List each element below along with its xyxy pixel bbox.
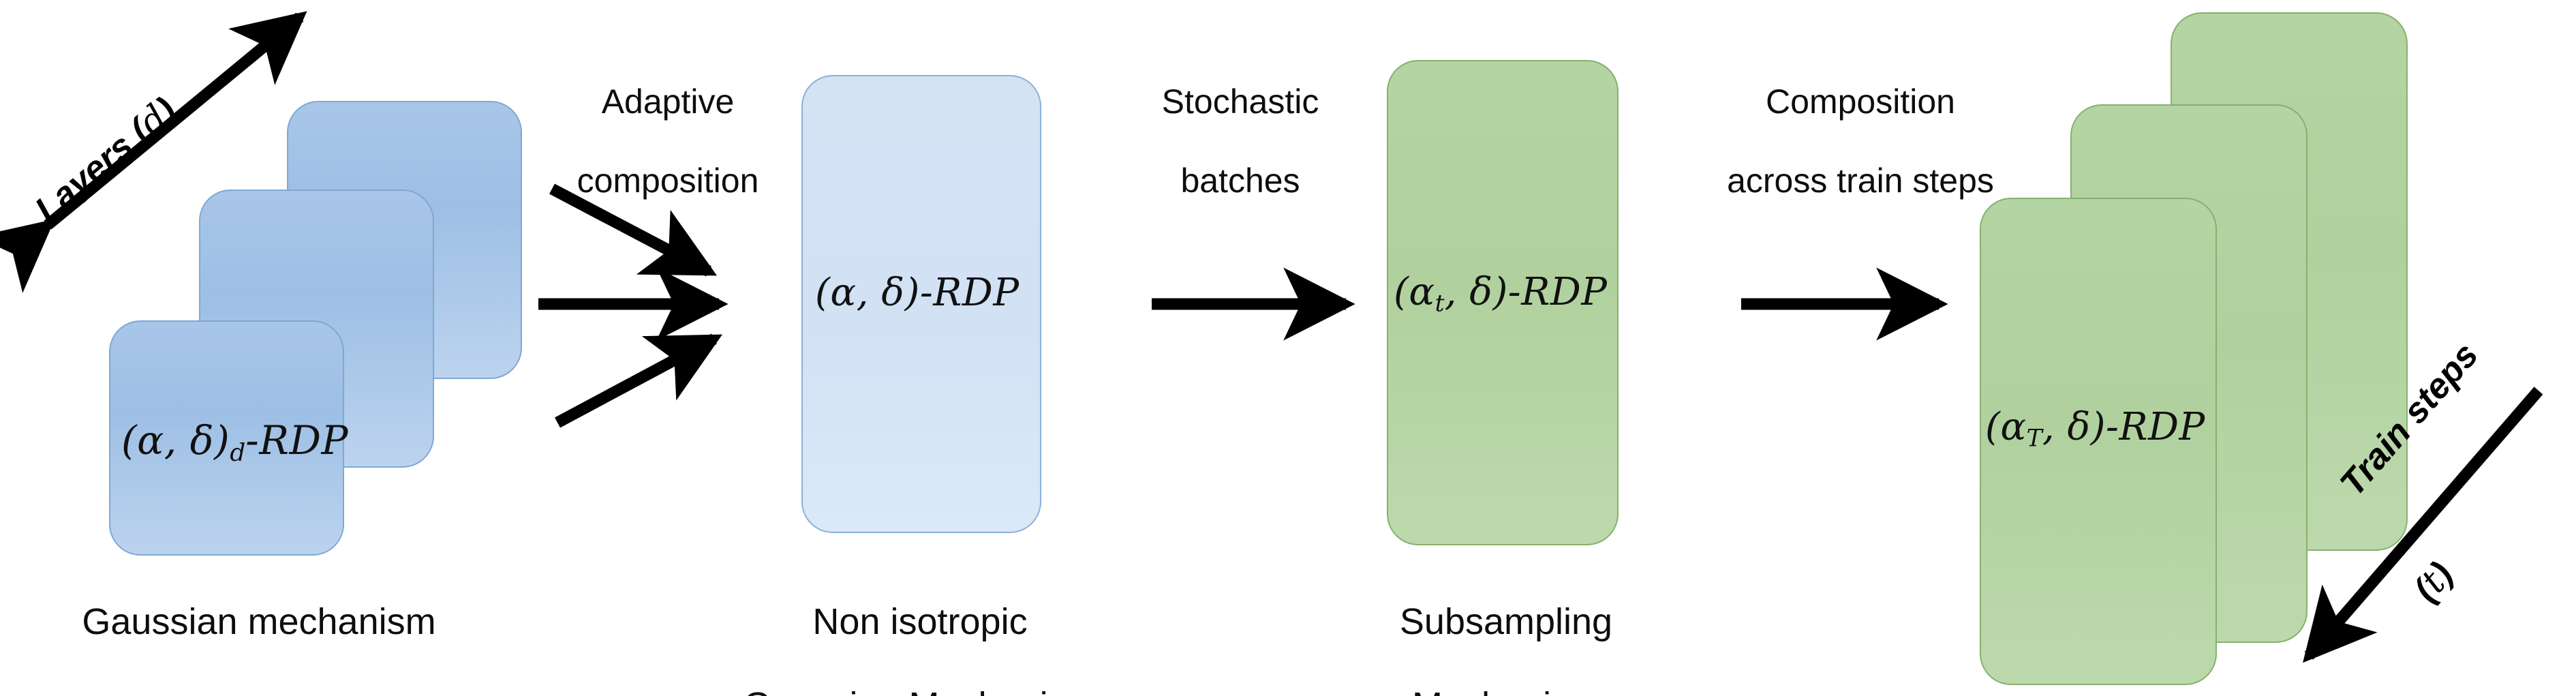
- adaptive-composition-label: Adaptive composition: [521, 42, 814, 240]
- composition-line1: Composition: [1766, 82, 1955, 121]
- train-steps-card-label: (αT, δ)-RDP: [1985, 405, 2205, 453]
- non-isotropic-caption-line2: Gaussian Mechanism: [661, 685, 1179, 696]
- gaussian-caption-line1: Gaussian mechanism: [82, 601, 436, 642]
- subsampling-card-label: (αt, δ)-RDP: [1394, 270, 1608, 318]
- train-steps-card-front: (αT, δ)-RDP: [1980, 198, 2217, 685]
- composition-line2: across train steps: [1727, 162, 1994, 200]
- subsampling-caption-line2: Mechanism: [1254, 685, 1758, 696]
- stochastic-batches-line2: batches: [1180, 162, 1300, 200]
- layers-axis-label: Layers (d): [27, 90, 184, 230]
- stochastic-batches-line1: Stochastic: [1161, 82, 1319, 121]
- train-steps-axis-label-var: (t): [2406, 554, 2461, 609]
- non-isotropic-caption-line1: Non isotropic: [812, 601, 1028, 642]
- subsampling-card: (αt, δ)-RDP: [1387, 60, 1619, 545]
- composition-across-train-steps-label: Composition across train steps: [1690, 42, 2031, 240]
- adaptive-composition-line2: composition: [577, 162, 759, 200]
- stochastic-batches-label: Stochastic batches: [1114, 42, 1366, 240]
- non-isotropic-card: (α, δ)-RDP: [801, 75, 1041, 533]
- subsampling-caption-line1: Subsampling: [1399, 601, 1613, 642]
- non-isotropic-caption: Non isotropic Gaussian Mechanism: [661, 559, 1179, 696]
- gaussian-card-label: (α, δ)d-RDP: [121, 417, 349, 468]
- gaussian-caption: Gaussian mechanism of sensitivity Δd: [0, 559, 518, 696]
- adaptive-composition-line1: Adaptive: [601, 82, 735, 121]
- non-isotropic-card-label: (α, δ)-RDP: [815, 271, 1019, 315]
- subsampling-caption: Subsampling Mechanism: [1254, 559, 1758, 696]
- gaussian-card-front: (α, δ)d-RDP: [109, 320, 348, 556]
- gaussian-caption-line2: of sensitivity Δd: [0, 685, 518, 696]
